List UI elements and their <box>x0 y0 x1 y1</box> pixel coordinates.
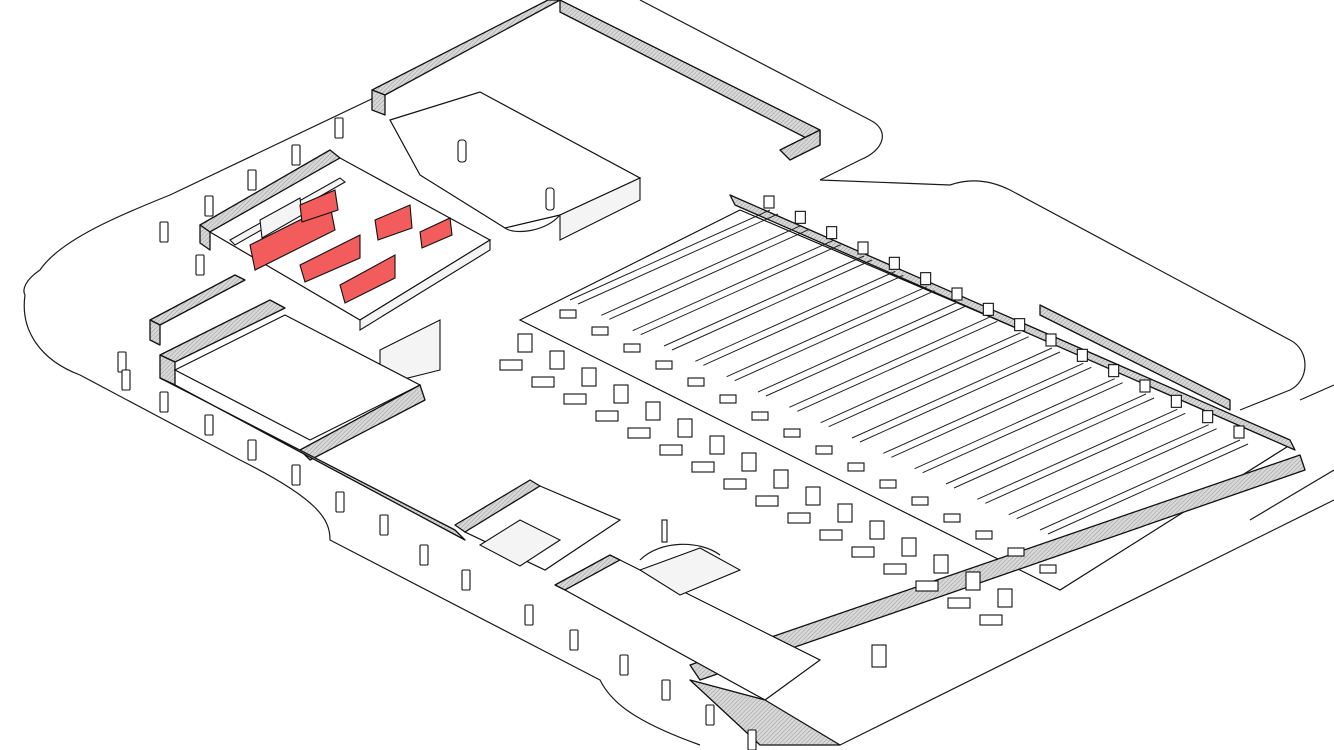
bowling-lane <box>632 226 841 336</box>
bowling-lane <box>851 333 1061 443</box>
seating-group <box>755 445 833 507</box>
bowling-lane <box>726 272 935 382</box>
exterior-post <box>747 729 757 750</box>
lanes <box>569 195 1249 535</box>
exterior-post <box>159 391 169 413</box>
seating-group <box>915 530 993 592</box>
exterior-post <box>159 221 169 243</box>
exterior-post <box>335 491 345 513</box>
exterior-post <box>204 414 214 436</box>
bowling-lane <box>1039 425 1249 535</box>
exterior-post <box>291 464 301 486</box>
bowling-lane <box>663 241 873 351</box>
exterior-posts <box>117 117 757 750</box>
bowling-area <box>499 194 1306 681</box>
exterior-post <box>121 369 131 391</box>
seating-group <box>595 360 673 422</box>
bowling-lane <box>977 394 1186 504</box>
bowling-lane <box>914 364 1123 474</box>
seating-group <box>723 428 801 490</box>
seating-group <box>627 377 705 439</box>
exterior-post <box>619 654 629 676</box>
exterior-post <box>419 544 429 566</box>
exterior-post <box>569 629 579 651</box>
highlighted-room <box>419 217 453 249</box>
seating-group <box>499 309 577 371</box>
exterior-post <box>247 169 257 191</box>
left-court <box>159 299 466 541</box>
highlighted-room <box>299 234 361 283</box>
seating-group <box>691 411 769 473</box>
bowling-lane <box>569 195 779 305</box>
bowling-lane <box>601 210 810 320</box>
seating-groups <box>499 309 1057 626</box>
exterior-post <box>334 117 344 139</box>
highlighted-room <box>339 254 396 304</box>
exterior-post <box>204 195 214 217</box>
exterior-post <box>195 254 205 276</box>
bowling-lane <box>695 256 904 366</box>
bowling-lane <box>1008 410 1217 520</box>
seating-group <box>531 326 609 388</box>
exterior-post <box>379 514 389 536</box>
seating-group <box>883 513 961 575</box>
left-building <box>149 149 492 386</box>
exterior-post <box>524 604 534 626</box>
exterior-post <box>705 704 715 726</box>
bowling-lane <box>789 302 998 412</box>
seating-group <box>851 496 929 558</box>
bowling-lane <box>945 379 1155 489</box>
highlighted-rooms <box>249 189 453 304</box>
highlighted-room <box>374 204 413 241</box>
site-outline <box>23 0 1334 746</box>
rear-building <box>371 0 821 241</box>
exterior-post <box>117 351 127 373</box>
seating-group <box>979 564 1057 626</box>
bowling-lane <box>820 318 1029 428</box>
seating-group <box>563 343 641 405</box>
seating-group <box>787 462 865 524</box>
bowling-lane <box>883 348 1092 458</box>
highlighted-room <box>299 189 339 223</box>
exterior-post <box>661 679 671 701</box>
bowling-lane <box>757 287 967 397</box>
exterior-post <box>291 144 301 166</box>
seating-group <box>819 479 897 541</box>
exterior-post <box>247 439 257 461</box>
seating-group <box>659 394 737 456</box>
seating-group <box>947 547 1025 609</box>
exterior-post <box>461 569 471 591</box>
lower-buildings <box>454 479 887 746</box>
